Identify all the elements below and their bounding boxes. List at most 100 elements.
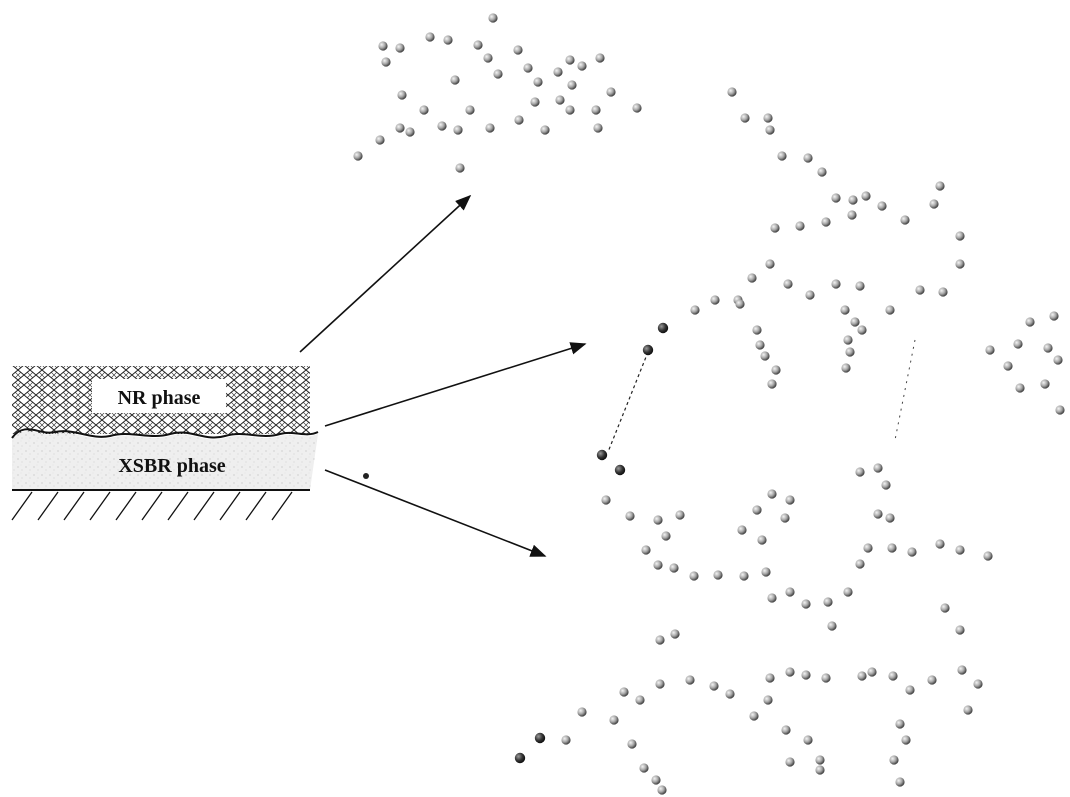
polymer-bead (1055, 405, 1065, 415)
xsbr-phase-layer (12, 431, 318, 490)
polymer-bead (805, 290, 815, 300)
polymer-bead (1049, 311, 1059, 321)
polymer-bead (755, 340, 765, 350)
polymer-bead (752, 325, 762, 335)
polymer-bead (889, 755, 899, 765)
polymer-bead (737, 525, 747, 535)
polymer-bead (821, 673, 831, 683)
polymer-bead (783, 279, 793, 289)
polymer-bead (577, 61, 587, 71)
polymer-bead (395, 43, 405, 53)
polymer-bead (895, 719, 905, 729)
arrow-to-xsbr-network (324, 469, 547, 557)
polymer-bead (895, 777, 905, 787)
polymer-bead (488, 13, 498, 23)
polymer-bead (437, 121, 447, 131)
polymer-bead (855, 281, 865, 291)
polymer-bead (690, 305, 700, 315)
polymer-bead (425, 32, 435, 42)
polymer-bead (635, 695, 645, 705)
polymer-bead (619, 687, 629, 697)
polymer-bead (1025, 317, 1035, 327)
polymer-bead (653, 515, 663, 525)
polymer-bead (867, 667, 877, 677)
crosslink-dashed-line (894, 339, 916, 441)
polymer-bead (955, 625, 965, 635)
xsbr-phase-label: XSBR phase (118, 455, 225, 477)
polymer-bead (955, 231, 965, 241)
polymer-bead (689, 571, 699, 581)
polymer-bead (514, 115, 524, 125)
polymer-bead (740, 113, 750, 123)
polymer-bead (739, 571, 749, 581)
polymer-bead (843, 587, 853, 597)
polymer-bead (817, 167, 827, 177)
polymer-bead (443, 35, 453, 45)
polymer-bead (670, 629, 680, 639)
polymer-bead (609, 715, 619, 725)
polymer-bead (593, 123, 603, 133)
polymer-bead (530, 97, 540, 107)
interface-boundary (11, 428, 319, 439)
polymer-bead (395, 123, 405, 133)
polymer-bead (685, 675, 695, 685)
polymer-bead (831, 279, 841, 289)
polymer-bead (565, 105, 575, 115)
polymer-bead (863, 543, 873, 553)
polymer-bead (777, 151, 787, 161)
polymer-bead (850, 317, 860, 327)
polymer-bead (901, 735, 911, 745)
polymer-bead (887, 543, 897, 553)
polymer-bead (861, 191, 871, 201)
polymer-bead (1013, 339, 1023, 349)
polymer-bead (770, 223, 780, 233)
nr-phase-label: NR phase (118, 387, 201, 409)
polymer-bead (857, 671, 867, 681)
polymer-bead (929, 199, 939, 209)
polymer-bead (983, 551, 993, 561)
polymer-bead (465, 105, 475, 115)
polymer-bead (375, 135, 385, 145)
crosslink-bead (657, 322, 669, 334)
polymer-bead (1040, 379, 1050, 389)
polymer-bead (553, 67, 563, 77)
polymer-bead (771, 365, 781, 375)
polymer-bead (963, 705, 973, 715)
polymer-bead (747, 273, 757, 283)
polymer-bead (419, 105, 429, 115)
crosslink-bead (614, 464, 626, 476)
polymer-bead (485, 123, 495, 133)
polymer-bead (655, 635, 665, 645)
polymer-bead (513, 45, 523, 55)
polymer-bead (591, 105, 601, 115)
polymer-bead (397, 90, 407, 100)
polymer-bead (985, 345, 995, 355)
crosslink-bead (514, 752, 526, 764)
polymer-bead (855, 559, 865, 569)
polymer-bead (765, 673, 775, 683)
polymer-bead (455, 163, 465, 173)
polymer-bead (577, 707, 587, 717)
polymer-bead (710, 295, 720, 305)
crosslink-dashed-line (607, 351, 649, 453)
polymer-bead (927, 675, 937, 685)
polymer-bead (845, 347, 855, 357)
polymer-bead (900, 215, 910, 225)
polymer-bead (601, 495, 611, 505)
polymer-bead (801, 599, 811, 609)
polymer-bead (957, 665, 967, 675)
polymer-bead (888, 671, 898, 681)
polymer-bead (473, 40, 483, 50)
polymer-bead (795, 221, 805, 231)
polymer-bead (935, 181, 945, 191)
polymer-bead (767, 489, 777, 499)
polymer-bead (669, 563, 679, 573)
polymer-bead (523, 63, 533, 73)
polymer-bead (873, 463, 883, 473)
polymer-bead (827, 621, 837, 631)
polymer-bead (627, 739, 637, 749)
polymer-bead (752, 505, 762, 515)
polymer-bead (555, 95, 565, 105)
polymer-bead (661, 531, 671, 541)
polymer-bead (565, 55, 575, 65)
